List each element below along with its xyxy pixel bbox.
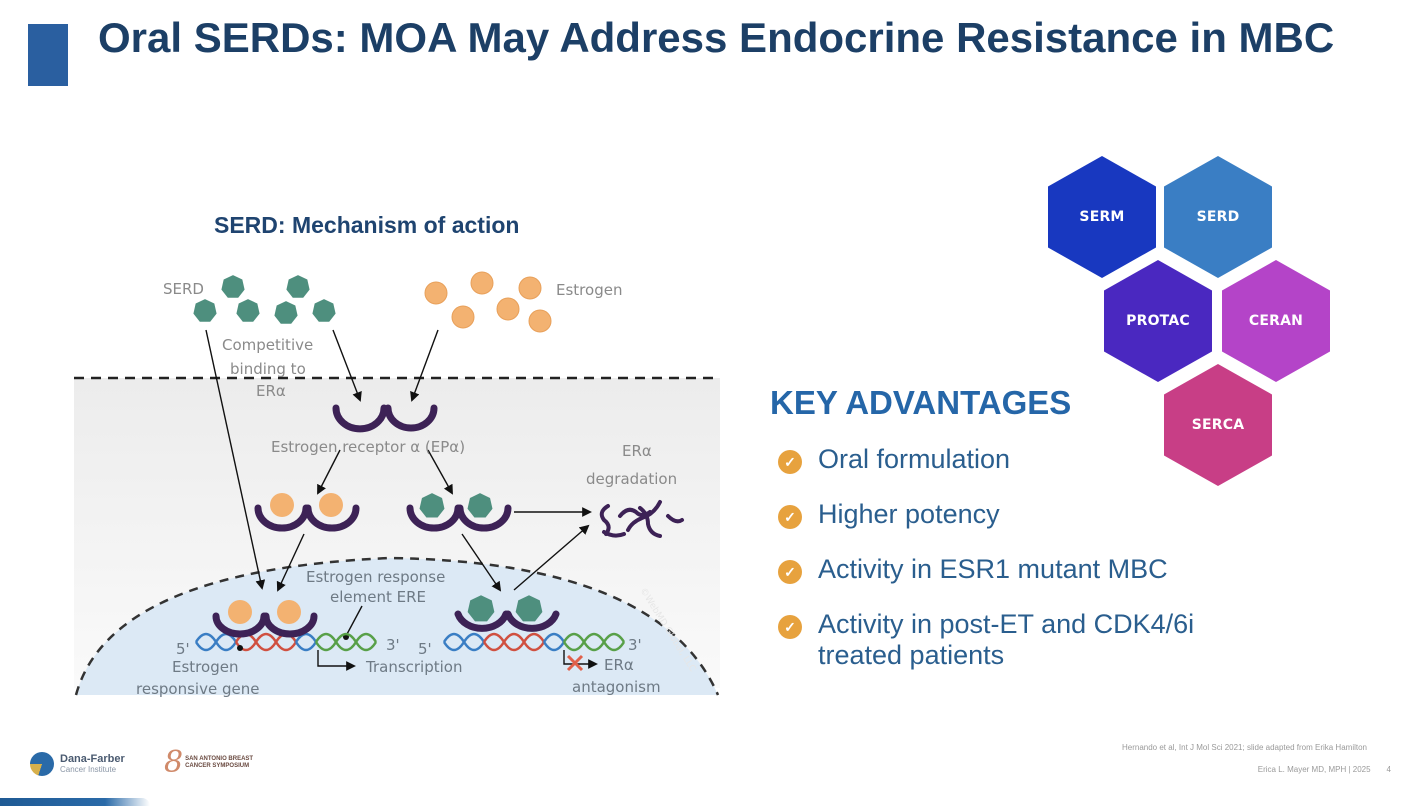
- check-circle-icon: ✓: [778, 450, 802, 474]
- estrogen-molecule: [496, 297, 520, 321]
- estrogen-bound-receptor-dna: [212, 600, 318, 638]
- list-item: ✓ Higher potency: [778, 499, 1278, 530]
- key-advantages-title: KEY ADVANTAGES: [770, 384, 1072, 421]
- degraded-receptor-fragments: [599, 500, 684, 538]
- label-5prime-a: 5': [176, 640, 190, 658]
- label-3prime-b: 3': [628, 636, 642, 654]
- label-transcription: Transcription: [365, 658, 462, 676]
- blocked-transcription-arrow: [563, 650, 598, 669]
- citation: Hernando et al, Int J Mol Sci 2021; slid…: [1121, 743, 1367, 752]
- serd-molecule: [221, 275, 245, 298]
- er-alpha-receptor: [332, 404, 438, 433]
- label-gene-2: responsive gene: [136, 680, 259, 698]
- nucleus-region: [76, 558, 718, 695]
- list-item: ✓ Activity in ESR1 mutant MBC: [778, 554, 1278, 585]
- check-circle-icon: ✓: [778, 615, 802, 639]
- title-accent-bar: [28, 24, 68, 86]
- label-3prime-a: 3': [386, 636, 400, 654]
- hex-protac: PROTAC: [1104, 260, 1212, 382]
- arrows: [205, 329, 592, 592]
- check-circle-icon: ✓: [778, 560, 802, 584]
- serd-mechanism-diagram: SERD Estrogen Competitive binding to ERα…: [74, 271, 720, 698]
- dna-helix-right: [442, 632, 626, 652]
- estrogen-molecules: [424, 271, 552, 333]
- hex-serm: SERM: [1048, 156, 1156, 278]
- estrogen-molecule: [470, 271, 494, 295]
- label-degradation-2: degradation: [586, 470, 677, 488]
- label-competitive-2: binding to: [230, 360, 306, 378]
- serd-molecule: [286, 275, 310, 298]
- diagram-title: SERD: Mechanism of action: [214, 212, 520, 238]
- estrogen-molecule: [451, 305, 475, 329]
- label-gene-1: Estrogen: [172, 658, 238, 676]
- label-ere-2: element ERE: [330, 588, 426, 606]
- label-ere-1: Estrogen response: [306, 568, 445, 586]
- label-estrogen: Estrogen: [556, 281, 622, 299]
- ere-pointer: [345, 605, 363, 637]
- page-number: 4: [1386, 765, 1391, 774]
- key-advantages-list: ✓ Oral formulation ✓ Higher potency ✓ Ac…: [778, 444, 1278, 695]
- label-antagonism-2: antagonism: [572, 678, 661, 696]
- transcription-arrow: [317, 650, 356, 671]
- estrogen-molecule: [424, 281, 448, 305]
- sabcs-logo: 8 SAN ANTONIO BREAST CANCER SYMPOSIUM: [164, 745, 254, 780]
- label-antagonism-1: ERα: [604, 656, 634, 674]
- serd-molecules: [193, 275, 336, 324]
- estrogen-molecule: [518, 276, 542, 300]
- serd-bound-receptor-dna: [454, 595, 560, 632]
- serd-molecule: [312, 299, 336, 322]
- hex-serca: SERCA: [1164, 364, 1272, 486]
- list-item: ✓ Activity in post-ET and CDK4/6i treate…: [778, 609, 1278, 671]
- drug-class-hexagons: SERM SERD PROTAC CERAN SERCA: [1040, 150, 1340, 490]
- bottom-accent-stripe: [0, 798, 150, 806]
- serd-molecule: [236, 299, 260, 322]
- dana-farber-logo: Dana-Farber Cancer Institute: [30, 752, 125, 776]
- serd-molecule: [274, 301, 298, 324]
- label-competitive-3: ERα: [256, 382, 286, 400]
- check-circle-icon: ✓: [778, 505, 802, 529]
- label-degradation-1: ERα: [622, 442, 652, 460]
- serd-bound-receptor: [406, 493, 512, 532]
- label-receptor: Estrogen receptor α (EPα): [271, 438, 465, 456]
- hex-serd: SERD: [1164, 156, 1272, 278]
- label-competitive-1: Competitive: [222, 336, 313, 354]
- hex-ceran: CERAN: [1222, 260, 1330, 382]
- label-serd: SERD: [163, 280, 204, 298]
- block-x-icon: [566, 654, 584, 672]
- estrogen-bound-receptor: [254, 493, 360, 532]
- list-item: ✓ Oral formulation: [778, 444, 1278, 475]
- serd-molecule: [193, 299, 217, 322]
- slide-title: Oral SERDs: MOA May Address Endocrine Re…: [98, 14, 1335, 61]
- label-5prime-b: 5': [418, 640, 432, 658]
- nuclear-membrane: [74, 556, 720, 696]
- estrogen-molecule: [528, 309, 552, 333]
- dana-farber-emblem-icon: [30, 752, 54, 776]
